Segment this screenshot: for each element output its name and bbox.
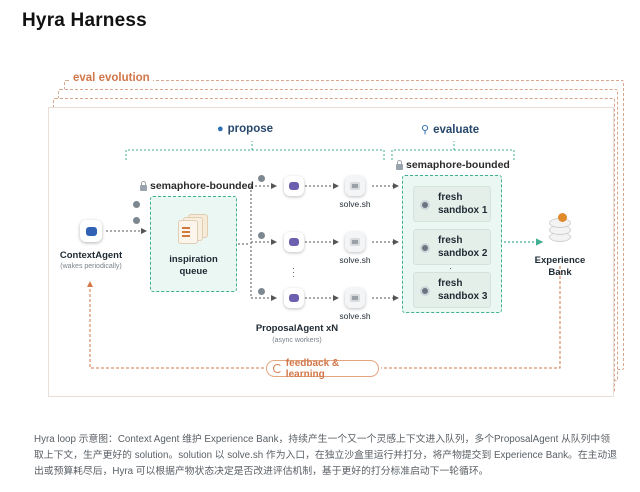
inspiration-queue-label: inspiration queue bbox=[169, 254, 218, 277]
eval-evolution-label: eval evolution bbox=[70, 72, 153, 84]
solve-script-icon bbox=[345, 176, 365, 196]
inspiration-queue-icon bbox=[178, 214, 208, 244]
proposal-agent-icon bbox=[284, 232, 304, 252]
connector-lines bbox=[87, 141, 561, 369]
solve-label: solve.sh bbox=[339, 255, 371, 265]
lock-icon bbox=[396, 159, 403, 170]
agent-badge bbox=[258, 175, 265, 182]
experience-bank-icon bbox=[549, 213, 571, 244]
lightbulb-icon: ● bbox=[217, 123, 224, 135]
semaphore-right: semaphore-bounded bbox=[396, 159, 510, 171]
agent-badge bbox=[258, 288, 265, 295]
lock-icon bbox=[140, 180, 147, 191]
proposal-agent-icon bbox=[284, 176, 304, 196]
harness-diagram: eval evolution bbox=[48, 72, 624, 397]
context-agent-badge bbox=[133, 201, 140, 208]
propose-label: ● propose bbox=[217, 123, 274, 135]
proposal-agent-sub: (async workers) bbox=[272, 337, 322, 344]
figure-caption: Hyra loop 示意图：Context Agent 维护 Experienc… bbox=[34, 434, 618, 477]
sandbox-card: fresh sandbox 1 bbox=[413, 186, 491, 222]
proposal-agent-icon bbox=[284, 288, 304, 308]
inspiration-queue-box bbox=[150, 196, 237, 292]
context-agent-badge bbox=[133, 217, 140, 224]
more-agents-dots: ··· bbox=[292, 263, 295, 281]
experience-bank-label: Experience Bank bbox=[534, 255, 586, 278]
harness-frame bbox=[48, 107, 614, 397]
proposal-agent-label: ProposalAgent xN bbox=[255, 323, 339, 334]
context-agent-sub: (wakes periodically) bbox=[60, 263, 122, 270]
context-agent-icon bbox=[80, 220, 102, 242]
sandbox-card: fresh sandbox 3 bbox=[413, 272, 491, 308]
magnifier-icon: ⚲ bbox=[421, 124, 430, 136]
sandbox-icon bbox=[420, 200, 430, 210]
solve-label: solve.sh bbox=[339, 311, 371, 321]
semaphore-left: semaphore-bounded bbox=[140, 180, 254, 192]
sandbox-card: fresh sandbox 2 bbox=[413, 229, 491, 265]
solve-label: solve.sh bbox=[339, 199, 371, 209]
sandbox-icon bbox=[420, 286, 430, 296]
page-title: Hyra Harness bbox=[22, 10, 147, 31]
cycle-icon bbox=[273, 364, 282, 373]
agent-badge bbox=[258, 232, 265, 239]
evaluate-label: ⚲ evaluate bbox=[421, 123, 480, 137]
sandbox-icon bbox=[420, 243, 430, 253]
solve-script-icon bbox=[345, 288, 365, 308]
solve-script-icon bbox=[345, 232, 365, 252]
feedback-learning-pill: feedback & learning bbox=[266, 358, 379, 380]
context-agent-label: ContextAgent bbox=[59, 250, 123, 261]
